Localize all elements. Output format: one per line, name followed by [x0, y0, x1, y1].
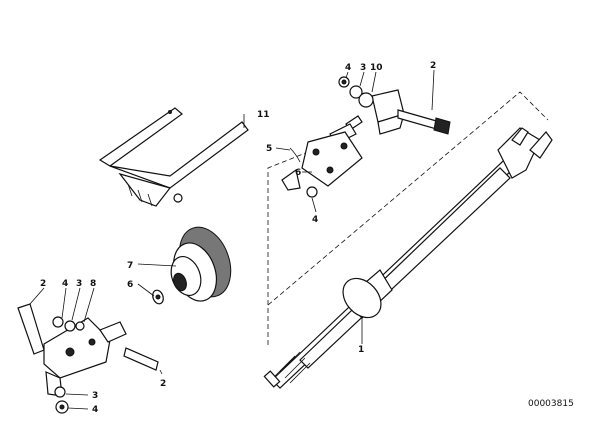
mounting-bracket	[98, 107, 249, 207]
callout-11: 11	[257, 110, 270, 120]
callout-8: 8	[90, 279, 96, 289]
rubber-coupling	[152, 226, 232, 305]
assembly-guide-lines	[267, 91, 549, 345]
callout-10: 10	[370, 63, 383, 73]
callout-3-top: 3	[360, 63, 366, 73]
callout-3-left: 3	[76, 279, 82, 289]
callout-6-top: 6	[295, 168, 301, 178]
callout-2-bottom: 2	[160, 379, 166, 389]
callout-4-bottom: 4	[92, 405, 98, 415]
callout-1: 1	[358, 345, 364, 355]
upper-joint-assembly	[281, 76, 451, 198]
leader-lines	[29, 69, 435, 410]
callout-2-left: 2	[40, 279, 46, 289]
callout-4-mid: 4	[312, 215, 318, 225]
steering-shaft	[263, 127, 553, 389]
callout-5: 5	[266, 144, 272, 154]
callout-7: 7	[127, 261, 133, 271]
lower-joint-assembly	[17, 303, 159, 414]
callout-6-left: 6	[127, 280, 133, 290]
callout-3-bottom: 3	[92, 391, 98, 401]
callout-2-top: 2	[430, 61, 436, 71]
reference-number: 00003815	[528, 399, 574, 409]
callout-4-top: 4	[345, 63, 351, 73]
callout-4-left: 4	[62, 279, 68, 289]
